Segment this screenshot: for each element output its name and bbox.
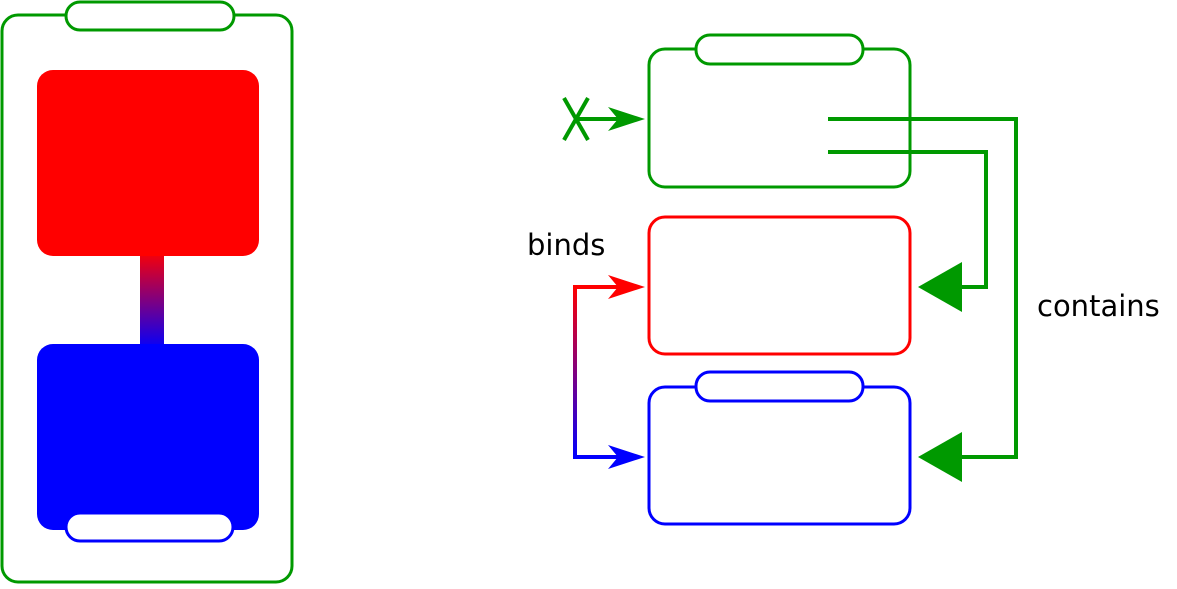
- binds-label: binds: [527, 228, 605, 262]
- blue-component: [647, 370, 912, 526]
- green-box-tab: [694, 33, 865, 66]
- composite-top-tab: [64, 0, 236, 32]
- contains-arrowhead-blue: [918, 432, 962, 482]
- contains-arrowhead-red: [918, 262, 962, 312]
- connector-bar: [140, 250, 164, 350]
- binds-connector: binds: [527, 228, 645, 469]
- binds-arrowhead-red: [608, 275, 645, 299]
- blue-box-tab: [694, 370, 865, 403]
- red-filled-block: [37, 70, 259, 256]
- input-arrow-head: [608, 107, 645, 131]
- blue-filled-block: [37, 344, 259, 530]
- blue-box: [647, 385, 912, 526]
- contains-connectors: contains: [828, 117, 1160, 482]
- input-arrow: [562, 97, 645, 141]
- composite-component: [0, 0, 294, 584]
- blue-block-bottom-tab: [64, 511, 235, 543]
- binds-line: [573, 285, 618, 459]
- red-box: [647, 215, 912, 356]
- green-component: [647, 33, 912, 189]
- binds-arrowhead-blue: [608, 445, 645, 469]
- contains-line-to-red: [828, 150, 988, 289]
- contains-label: contains: [1037, 289, 1160, 323]
- contains-line-to-blue: [828, 117, 1018, 459]
